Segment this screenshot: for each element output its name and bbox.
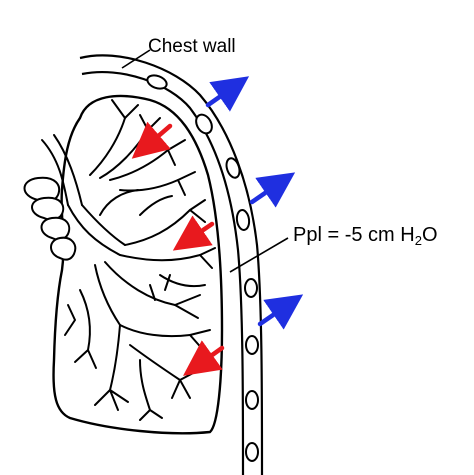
rib-section xyxy=(225,157,241,179)
lung-outline xyxy=(52,94,224,435)
rib-section xyxy=(245,442,259,462)
outward-arrow xyxy=(257,294,304,330)
ppl-label-text: Ppl = -5 cm H xyxy=(293,224,415,246)
rib-section xyxy=(146,74,168,90)
rib-cross-sections xyxy=(146,74,259,462)
rib-section xyxy=(235,209,251,231)
leader-lines xyxy=(121,49,289,273)
trachea xyxy=(23,176,77,261)
inward-arrow xyxy=(183,340,225,376)
outward-arrow xyxy=(249,172,296,208)
ppl-leader xyxy=(229,237,289,273)
rib-section xyxy=(245,335,259,355)
rib-section xyxy=(244,278,258,298)
bronchial-tree xyxy=(41,99,216,421)
rib-section xyxy=(195,113,213,135)
ppl-label-suffix: O xyxy=(421,224,438,246)
ppl-label-subscript: 2 xyxy=(414,233,422,248)
inward-arrows xyxy=(131,121,225,376)
inward-arrow xyxy=(172,215,215,251)
outward-arrow xyxy=(205,76,250,112)
rib-section xyxy=(245,390,259,410)
chest-wall-outer-line xyxy=(79,54,264,475)
chest-wall-leader xyxy=(121,49,151,69)
pleural-pressure-label: Ppl = -5 cm H2O xyxy=(293,224,438,248)
chest-wall-label: Chest wall xyxy=(148,36,236,57)
inward-arrow xyxy=(131,121,173,159)
outward-arrows xyxy=(205,76,304,330)
